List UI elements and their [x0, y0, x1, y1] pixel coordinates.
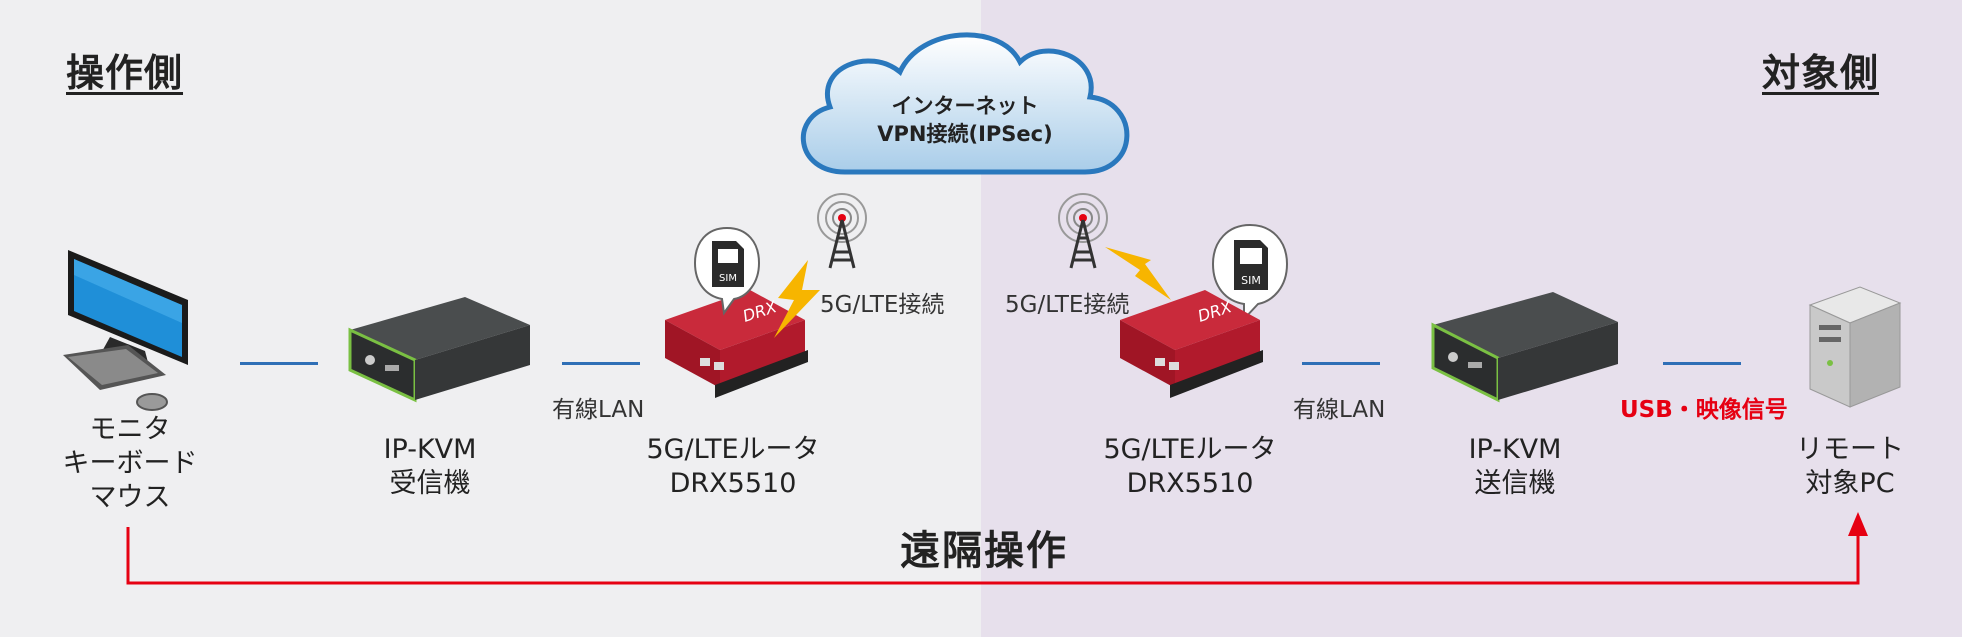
sim-right-text: SIM [1241, 274, 1261, 287]
router-right-icon: DRX [1120, 290, 1263, 398]
internet-cloud-icon [800, 32, 1130, 175]
kvm-router-link-left [562, 362, 640, 365]
kvm-pc-link [1663, 362, 1741, 365]
console-label: モニタ キーボード マウス [62, 414, 198, 513]
usb-video-label: USB・映像信号 [1620, 397, 1788, 423]
keyboard-icon [63, 345, 166, 390]
antenna-tower-right-icon [1058, 193, 1108, 269]
remote-operation-label: 遠隔操作 [900, 528, 1068, 574]
remote-pc-label: リモート 対象PC [1796, 434, 1904, 499]
kvm-transmitter-label: IP-KVM 送信機 [1468, 434, 1562, 499]
target-side-title: 対象側 [1762, 51, 1880, 95]
lightning-right-icon [1105, 247, 1171, 300]
remote-pc-tower-icon [1808, 286, 1902, 408]
kvm-receiver-label: IP-KVM 受信機 [383, 434, 477, 499]
lte-label-right: 5G/LTE接続 [1005, 292, 1130, 318]
router-right-label: 5G/LTEルータ DRX5510 [1103, 434, 1277, 499]
router-left-label: 5G/LTEルータ DRX5510 [646, 434, 820, 499]
sim-bubble-left-icon: SIM [693, 226, 761, 316]
cloud-label-internet: インターネット [891, 94, 1039, 118]
cloud-label-vpn: VPN接続(IPSec) [877, 122, 1053, 146]
console-kvm-link [240, 362, 318, 365]
router-kvm-link-right [1302, 362, 1380, 365]
kvm-receiver-icon [348, 297, 530, 403]
lan-label-right: 有線LAN [1293, 397, 1386, 423]
antenna-tower-left-icon [817, 193, 867, 269]
lte-label-left: 5G/LTE接続 [820, 292, 945, 318]
router-left-icon: DRX [665, 290, 808, 398]
operator-side-title: 操作側 [66, 51, 184, 95]
mouse-icon [136, 393, 168, 411]
lan-label-left: 有線LAN [552, 397, 645, 423]
kvm-transmitter-icon [1431, 292, 1618, 403]
lightning-left-icon [774, 260, 820, 338]
sim-bubble-right-icon: SIM [1211, 223, 1289, 322]
sim-left-text: SIM [719, 273, 737, 284]
